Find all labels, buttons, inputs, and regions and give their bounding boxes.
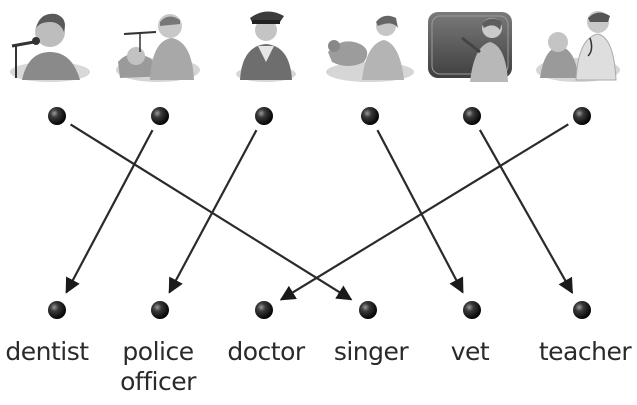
match-arrow-dentist <box>65 129 154 294</box>
job-dot-singer[interactable] <box>359 301 377 319</box>
police-officer-picture <box>236 11 296 82</box>
doctor-with-child-picture <box>536 11 620 82</box>
dentist-with-patient-picture <box>116 14 200 82</box>
answer-arrows <box>65 123 574 301</box>
job-label-teacher: teacher <box>538 337 632 366</box>
vet-with-animal-picture <box>326 15 414 82</box>
picture-dot-4[interactable] <box>361 107 379 125</box>
picture-dot-3[interactable] <box>255 107 273 125</box>
match-arrow-teacher <box>478 129 574 294</box>
job-dot-teacher[interactable] <box>573 301 591 319</box>
picture-dot-6[interactable] <box>573 107 591 125</box>
job-dot-doctor[interactable] <box>255 301 273 319</box>
singer-with-microphone-picture <box>10 13 90 82</box>
picture-dot-2[interactable] <box>151 107 169 125</box>
job-dot-vet[interactable] <box>463 301 481 319</box>
job-label-doctor: doctor <box>227 337 305 366</box>
job-label-vet: vet <box>450 337 490 366</box>
match-arrow-vet <box>376 129 464 294</box>
match-arrow-singer <box>69 123 353 301</box>
job-label-singer: singer <box>333 337 409 366</box>
picture-dot-5[interactable] <box>463 107 481 125</box>
match-arrow-police-officer <box>168 129 258 294</box>
teacher-at-board-picture <box>428 12 512 82</box>
job-dot-police-officer[interactable] <box>151 301 169 319</box>
picture-dot-1[interactable] <box>48 107 66 125</box>
job-dot-dentist[interactable] <box>48 301 66 319</box>
job-label-police-officer: police officer <box>120 337 196 396</box>
job-label-dentist: dentist <box>5 337 89 366</box>
connection-dots <box>48 107 591 319</box>
match-arrow-doctor <box>279 123 569 301</box>
